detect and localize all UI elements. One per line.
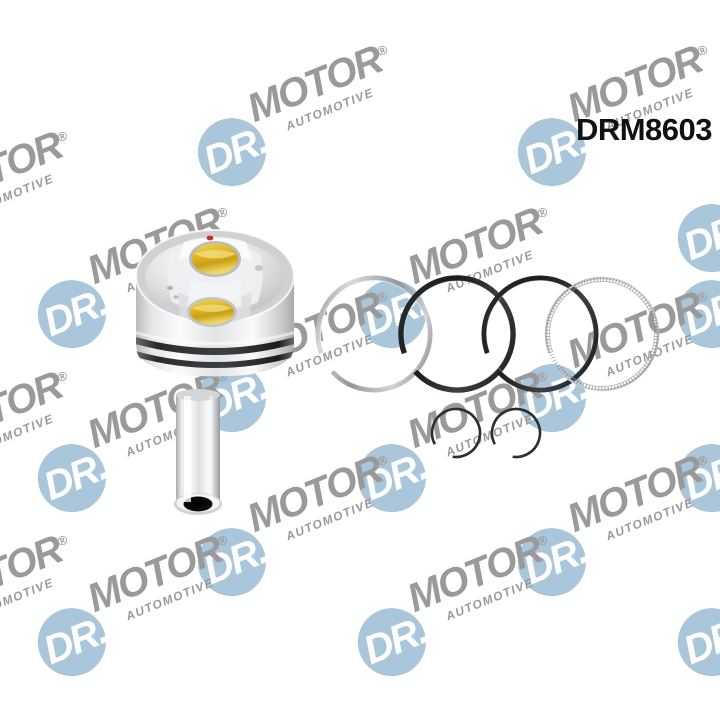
- circlip-set: [424, 404, 548, 462]
- gudgeon-pin-shaft: [176, 394, 220, 510]
- piston-oil-hole: [254, 265, 264, 271]
- piston-pin-bore-lower: [187, 297, 237, 327]
- gudgeon-pin-part: [160, 386, 238, 526]
- product-code-label: DRM8603: [575, 112, 713, 147]
- circlip-1: [430, 407, 482, 459]
- piston-ring-set: [312, 268, 660, 400]
- circlip-2: [490, 407, 542, 459]
- piston-oil-hole: [166, 285, 174, 291]
- piston-red-mark: [206, 235, 214, 241]
- piston-oil-hole: [173, 295, 179, 299]
- piston-part: [126, 218, 304, 390]
- piston-pin-bore-upper: [189, 241, 241, 277]
